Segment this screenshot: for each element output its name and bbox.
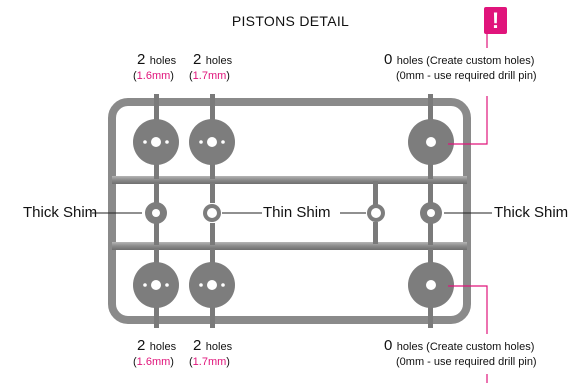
top-note-3: (0mm - use required drill pin) <box>396 70 537 82</box>
piston-bottom-1-7mm <box>189 262 235 308</box>
top-size-1: (1.6mm) <box>133 70 174 82</box>
thin-shim-label: Thin Shim <box>263 204 331 221</box>
bottom-size-2: (1.7mm) <box>189 356 230 368</box>
exclamation-icon: ! <box>484 7 507 34</box>
top-label-2: 2 holes <box>193 51 233 68</box>
diagram-title: PISTONS DETAIL <box>231 13 350 29</box>
thick-shim-left <box>145 202 167 224</box>
thin-shim-left <box>203 204 221 222</box>
sprue-runner-top <box>112 176 467 184</box>
bottom-label-3: 0 holes (Create custom holes) <box>384 337 535 354</box>
thick-shim-label-right: Thick Shim <box>494 204 569 221</box>
top-label-1: 2 holes <box>137 51 177 68</box>
piston-bottom-0-holes <box>408 262 454 308</box>
bottom-label-1: 2 holes <box>137 337 177 354</box>
piston-top-1-7mm <box>189 119 235 165</box>
sprue-runner-bottom <box>112 242 467 250</box>
piston-top-1-6mm <box>133 119 179 165</box>
callout-leaders <box>448 34 488 383</box>
bottom-size-1: (1.6mm) <box>133 356 174 368</box>
thick-shim-right <box>420 202 442 224</box>
piston-bottom-1-6mm <box>133 262 179 308</box>
top-size-2: (1.7mm) <box>189 70 230 82</box>
shim-gates <box>154 183 433 245</box>
piston-top-0-holes <box>408 119 454 165</box>
bottom-label-2: 2 holes <box>193 337 233 354</box>
bottom-note-3: (0mm - use required drill pin) <box>396 356 537 368</box>
top-row-gates <box>154 103 433 179</box>
thin-shim-right <box>367 204 385 222</box>
thick-shim-label-left: Thick Shim <box>23 204 98 221</box>
top-label-3: 0 holes (Create custom holes) <box>384 51 535 68</box>
sprue-frame <box>108 98 471 324</box>
bottom-row-gates <box>154 249 433 320</box>
